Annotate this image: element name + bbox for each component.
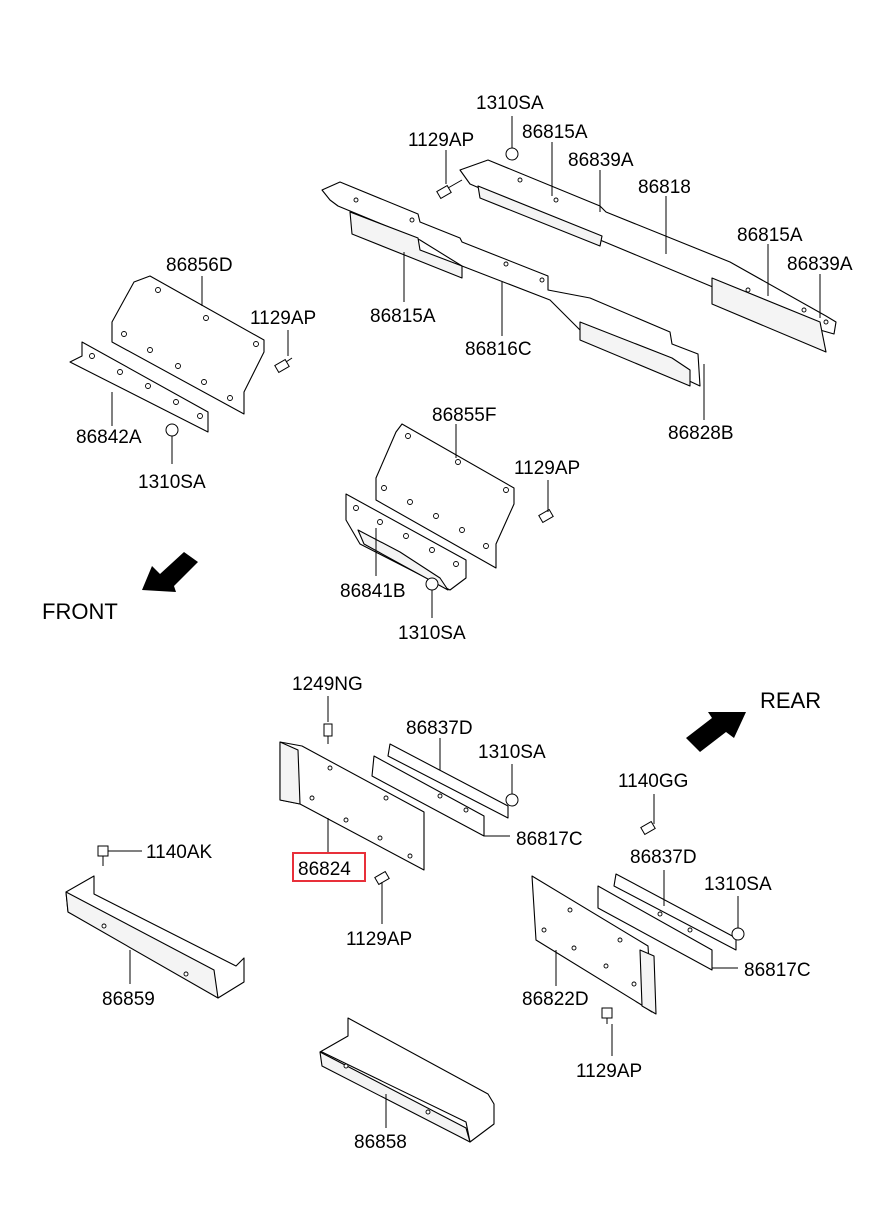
- label-1310sa-right: 1310SA: [704, 874, 772, 895]
- label-86815a-mid: 86815A: [370, 306, 436, 327]
- center-bracket-assembly: [345, 423, 515, 591]
- label-86858: 86858: [354, 1132, 407, 1153]
- label-1129ap-bottom: 1129AP: [576, 1061, 642, 1082]
- bolt-1129ap-lower: [374, 870, 390, 886]
- part-86824-side: [279, 741, 301, 805]
- rear-panel-assembly: [279, 741, 509, 871]
- label-86815a-top: 86815A: [522, 122, 588, 143]
- label-1310sa-lower: 1310SA: [478, 742, 546, 763]
- nut-1310sa-lower: [505, 793, 519, 807]
- part-86818-flange-right: [711, 277, 827, 353]
- front-arrow-icon: [142, 552, 198, 592]
- front-label: FRONT: [42, 599, 118, 624]
- part-86859: [65, 875, 245, 999]
- part-86822d-side: [639, 949, 657, 1015]
- right-panel-assembly: [531, 873, 737, 1015]
- label-86839a-right: 86839A: [787, 254, 853, 275]
- nut-1310sa-right: [731, 927, 745, 941]
- part-86841b: [345, 493, 467, 591]
- tray-86859-group: [65, 875, 245, 999]
- bracket-holes: [89, 287, 259, 419]
- label-1310sa-top: 1310SA: [476, 93, 544, 114]
- label-86841b: 86841B: [340, 581, 406, 602]
- bolt-1129ap-center: [538, 508, 554, 524]
- label-1129ap-center: 1129AP: [514, 458, 580, 479]
- label-86859: 86859: [102, 989, 155, 1010]
- rail-holes: [353, 177, 829, 325]
- rear-label: REAR: [760, 688, 821, 713]
- label-86817c-center: 86817C: [516, 829, 583, 850]
- label-86822d: 86822D: [522, 989, 589, 1010]
- part-86856d: [111, 275, 265, 415]
- rear-direction: REAR: [686, 688, 821, 752]
- label-86837d-center: 86837D: [406, 718, 473, 739]
- bolt-1140ak: [97, 845, 109, 866]
- part-86818-flange: [477, 185, 603, 247]
- bolt-1129ap-top: [436, 179, 463, 200]
- label-1129ap-top: 1129AP: [408, 130, 474, 151]
- tray-86858-group: [319, 1017, 495, 1143]
- label-86816c: 86816C: [465, 339, 532, 360]
- label-1140gg: 1140GG: [618, 771, 688, 792]
- label-1129ap-left: 1129AP: [250, 308, 316, 329]
- right-panel-holes: [541, 907, 693, 987]
- leader-lines: [108, 116, 821, 1128]
- label-1310sa-center: 1310SA: [398, 623, 466, 644]
- part-86816c-flange-lower: [579, 321, 691, 387]
- part-86837d-center: [387, 743, 509, 819]
- part-86858-base: [319, 1051, 471, 1143]
- label-86824[interactable]: 86824: [298, 859, 351, 880]
- part-86841b-plate: [357, 529, 449, 591]
- label-86818: 86818: [638, 177, 691, 198]
- part-86842a: [69, 341, 209, 433]
- label-1140ak: 1140AK: [146, 842, 213, 863]
- fasteners: [97, 147, 745, 1024]
- nut-1310sa-center: [425, 577, 439, 591]
- nut-1310sa-left: [165, 423, 179, 437]
- label-86815a-right: 86815A: [737, 225, 803, 246]
- label-1310sa-left: 1310SA: [138, 472, 206, 493]
- label-86842a: 86842A: [76, 427, 142, 448]
- part-86837d-right: [613, 873, 737, 951]
- label-86856d: 86856D: [166, 255, 233, 276]
- label-1249ng: 1249NG: [292, 674, 363, 695]
- bolt-1129ap-bottom: [601, 1007, 613, 1024]
- rail-assembly: [321, 159, 837, 387]
- part-86817c-right: [597, 885, 713, 971]
- rear-arrow-icon: [686, 712, 746, 752]
- label-86837d-right: 86837D: [630, 847, 697, 868]
- label-86828b: 86828B: [668, 423, 734, 444]
- part-86855f: [375, 423, 515, 569]
- panel-holes: [309, 765, 469, 859]
- left-bracket-assembly: [69, 275, 265, 433]
- label-86839a-top: 86839A: [568, 150, 634, 171]
- part-86816c-flange: [349, 211, 463, 279]
- center-holes: [353, 433, 509, 567]
- bolt-1249ng: [323, 723, 333, 744]
- nut-1310sa-top: [505, 147, 519, 161]
- highlight-box-86824: [292, 852, 366, 882]
- part-labels: 1310SA 1129AP 86815A 86839A 86818 86815A…: [76, 93, 853, 1153]
- bolt-1140gg: [640, 820, 656, 836]
- label-1129ap-lower: 1129AP: [346, 929, 412, 950]
- label-86817c-right: 86817C: [744, 960, 811, 981]
- front-direction: FRONT: [42, 552, 198, 624]
- bolt-1129ap-left: [274, 357, 293, 374]
- label-86855f: 86855F: [432, 405, 496, 426]
- part-86858: [319, 1017, 495, 1143]
- part-86859-base: [65, 891, 219, 999]
